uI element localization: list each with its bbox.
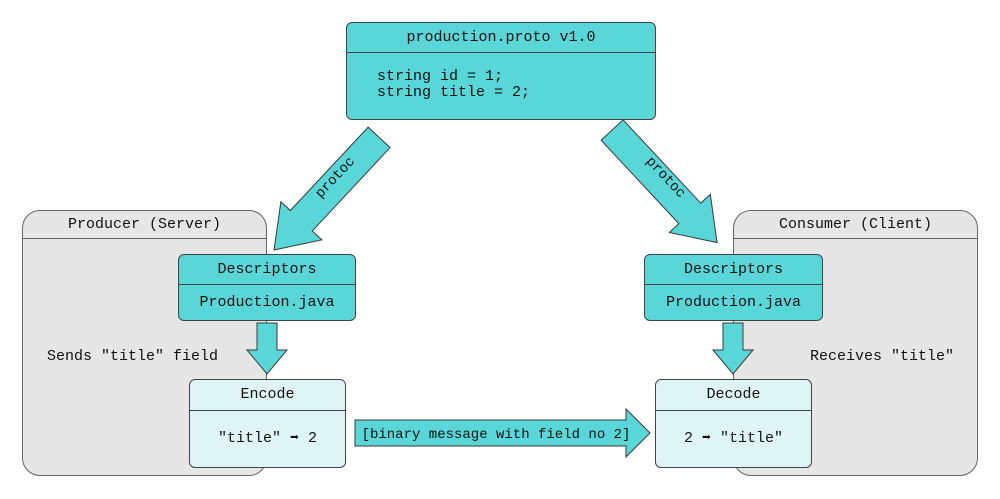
consumer-java-file: Production.java — [665, 294, 802, 311]
producer-descriptors-card: Descriptors Production.java — [178, 254, 356, 321]
producer-title: Producer (Server) — [23, 211, 266, 239]
protoc-arrow-right — [600, 119, 718, 244]
decode-label: Decode — [656, 380, 811, 411]
proto-file-title: production.proto v1.0 — [347, 23, 655, 53]
producer-note: Sends "title" field — [47, 348, 219, 365]
proto-field-line: string title = 2; — [377, 84, 531, 101]
encode-label: Encode — [190, 380, 345, 411]
producer-java-file: Production.java — [199, 294, 335, 311]
consumer-note: Receives "title" — [810, 348, 955, 365]
consumer-descriptors-card: Descriptors Production.java — [644, 254, 823, 321]
decode-mapping: 2 ➡ "title" — [683, 430, 784, 447]
proto-field-line: string id = 1; — [377, 68, 504, 85]
proto-file-body: string id = 1; string title = 2; — [347, 52, 655, 119]
producer-down-arrow — [245, 322, 289, 375]
decode-card: Decode 2 ➡ "title" — [655, 379, 812, 468]
protoc-arrow-left — [273, 126, 391, 251]
message-label: [binary message with field no 2] — [362, 427, 631, 443]
consumer-descriptors-label: Descriptors — [645, 255, 822, 285]
consumer-down-arrow — [711, 322, 755, 375]
encode-mapping: "title" ➡ 2 — [217, 430, 318, 447]
producer-descriptors-label: Descriptors — [179, 255, 355, 285]
proto-file-card: production.proto v1.0 string id = 1; str… — [346, 22, 656, 120]
consumer-title: Consumer (Client) — [734, 211, 977, 239]
message-arrow — [354, 407, 651, 459]
encode-card: Encode "title" ➡ 2 — [189, 379, 346, 468]
